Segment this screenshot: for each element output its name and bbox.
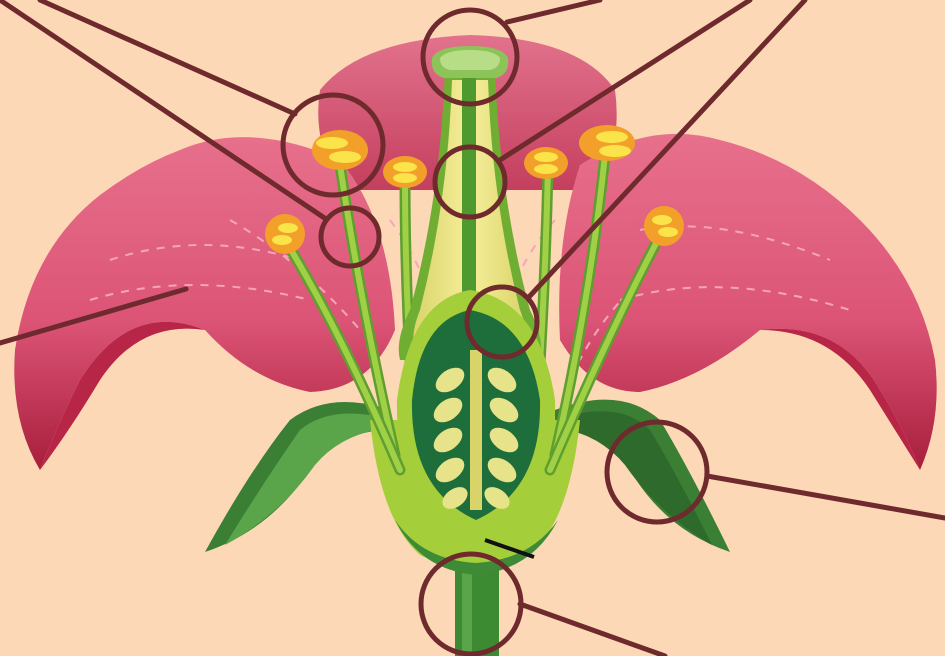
stigma-highlight	[440, 50, 500, 70]
stem-highlight	[462, 560, 472, 656]
ovary-axis	[470, 350, 482, 510]
